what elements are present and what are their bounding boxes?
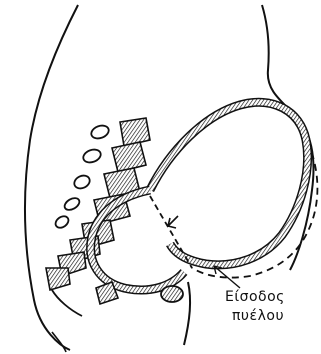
- pubic-symphysis: [161, 286, 183, 302]
- back-contour-line: [25, 5, 78, 350]
- uterus-wall: [150, 102, 308, 265]
- pelvic-inlet-label-line1: Είσοδος: [225, 288, 285, 306]
- sacrum-tail: [52, 290, 82, 316]
- abdominal-wall-lower: [184, 282, 190, 345]
- inlet-arrow: [168, 216, 178, 228]
- lower-body-contour: [52, 332, 66, 352]
- pelvic-inlet-label-line2: πυέλου: [232, 307, 284, 325]
- uterus-wall-hatch: [150, 102, 308, 265]
- pelvic-inlet-dashed-line: [150, 196, 192, 268]
